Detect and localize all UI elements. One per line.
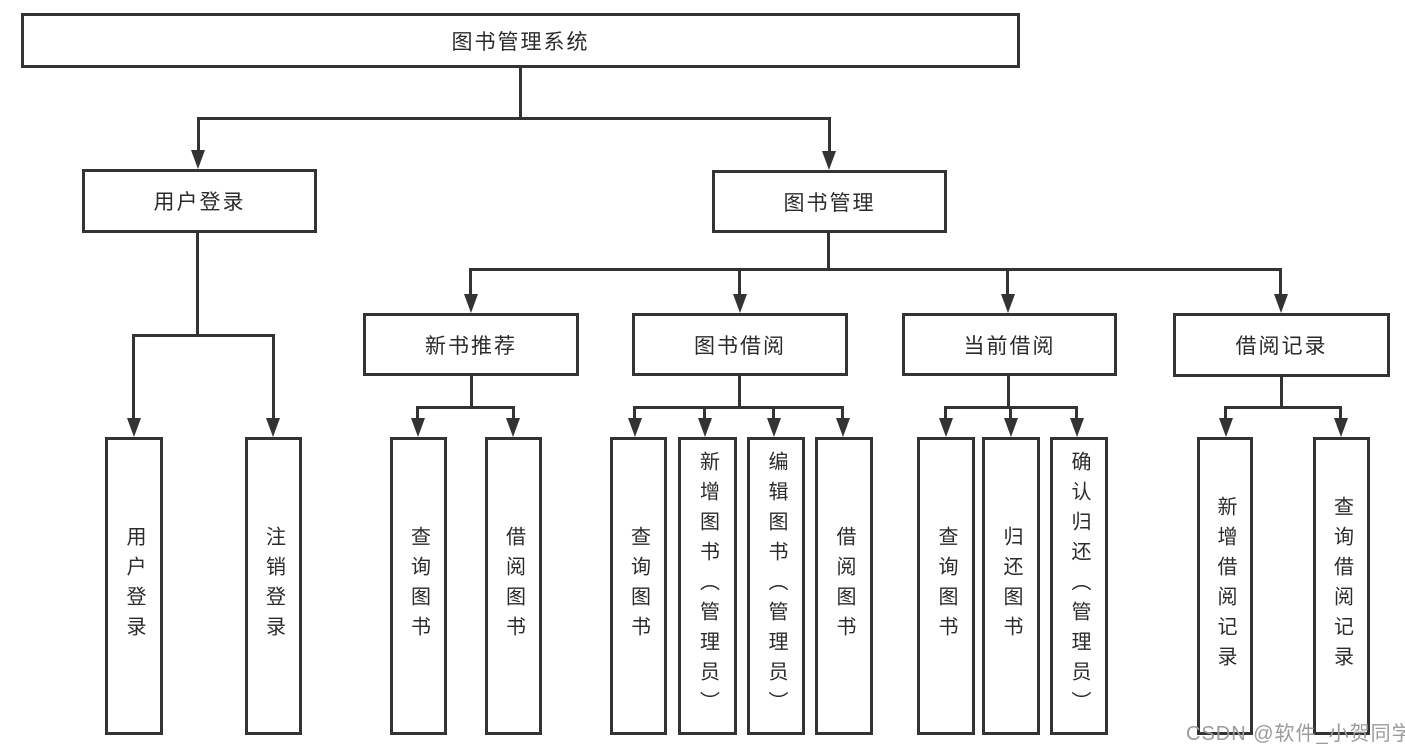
connector-line xyxy=(469,268,1282,271)
arrowhead-down-icon xyxy=(506,418,520,437)
arrowhead-down-icon xyxy=(698,418,712,437)
connector-line xyxy=(416,406,515,409)
connector-line xyxy=(1006,268,1009,296)
connector-line xyxy=(416,406,419,420)
leaf-confirm-return-admin: 确认归还（管理员） xyxy=(1050,437,1108,735)
leaf-label: 编辑图书（管理员） xyxy=(765,451,787,721)
arrowhead-down-icon xyxy=(464,294,478,313)
leaf-query-books-current: 查询图书 xyxy=(917,437,975,735)
connector-line xyxy=(197,117,200,153)
connector-line xyxy=(828,117,831,153)
node-library-management-system: 图书管理系统 xyxy=(21,13,1020,68)
connector-line xyxy=(1339,406,1342,420)
arrowhead-down-icon xyxy=(1001,294,1015,313)
leaf-label: 用户登录 xyxy=(123,526,145,646)
node-label: 借阅记录 xyxy=(1235,335,1328,358)
leaf-return-books: 归还图书 xyxy=(982,437,1040,735)
connector-line xyxy=(633,406,636,420)
connector-line xyxy=(772,406,775,420)
connector-line xyxy=(944,406,947,420)
leaf-label: 新增借阅记录 xyxy=(1214,496,1236,676)
connector-line xyxy=(1224,406,1227,420)
connector-line xyxy=(703,406,706,420)
leaf-label: 借阅图书 xyxy=(502,526,525,646)
connector-line xyxy=(1007,376,1010,408)
leaf-label: 查询图书 xyxy=(627,526,650,646)
arrowhead-down-icon xyxy=(266,418,280,437)
leaf-label: 借阅图书 xyxy=(833,526,855,646)
arrowhead-down-icon xyxy=(1334,418,1348,437)
node-user-login: 用户登录 xyxy=(82,169,317,233)
node-label: 当前借阅 xyxy=(963,334,1056,358)
leaf-logout: 注销登录 xyxy=(245,437,302,735)
node-new-book-recommend: 新书推荐 xyxy=(363,313,579,376)
connector-line xyxy=(827,233,830,271)
arrowhead-down-icon xyxy=(939,418,953,437)
connector-line xyxy=(1009,406,1012,420)
arrowhead-down-icon xyxy=(822,151,836,170)
node-book-borrow: 图书借阅 xyxy=(632,313,848,376)
csdn-watermark: CSDN @软件_小贺同学 xyxy=(1186,723,1405,745)
connector-line xyxy=(1280,376,1283,408)
connector-line xyxy=(470,376,473,408)
leaf-borrow-books: 借阅图书 xyxy=(815,437,873,735)
connector-line xyxy=(738,268,741,296)
connector-line xyxy=(512,406,515,420)
leaf-label: 新增图书（管理员） xyxy=(696,451,719,721)
connector-line xyxy=(633,406,844,409)
connector-line xyxy=(132,334,135,420)
arrowhead-down-icon xyxy=(733,294,747,313)
arrowhead-down-icon xyxy=(1070,418,1084,437)
leaf-label: 查询借阅记录 xyxy=(1330,496,1353,676)
connector-line xyxy=(841,406,844,420)
connector-line xyxy=(272,334,275,420)
leaf-label: 查询图书 xyxy=(935,526,957,646)
leaf-edit-books-admin: 编辑图书（管理员） xyxy=(747,437,805,735)
arrowhead-down-icon xyxy=(191,150,205,169)
arrowhead-down-icon xyxy=(127,418,141,437)
connector-line xyxy=(1279,268,1282,296)
node-book-management: 图书管理 xyxy=(712,170,947,233)
leaf-query-borrow-record: 查询借阅记录 xyxy=(1313,437,1370,735)
node-label: 用户登录 xyxy=(153,191,246,214)
node-label: 图书管理系统 xyxy=(451,30,590,54)
node-label: 图书借阅 xyxy=(694,334,786,358)
arrowhead-down-icon xyxy=(411,418,425,437)
leaf-borrow-books-recommend: 借阅图书 xyxy=(485,437,542,735)
leaf-label: 注销登录 xyxy=(262,526,285,646)
arrowhead-down-icon xyxy=(1274,294,1288,313)
arrowhead-down-icon xyxy=(1219,418,1233,437)
leaf-add-borrow-record: 新增借阅记录 xyxy=(1197,437,1253,735)
arrowhead-down-icon xyxy=(1004,418,1018,437)
node-current-borrow: 当前借阅 xyxy=(902,313,1117,376)
arrowhead-down-icon xyxy=(628,418,642,437)
leaf-label: 查询图书 xyxy=(407,526,430,646)
connector-line xyxy=(738,376,741,408)
leaf-query-books-borrow: 查询图书 xyxy=(610,437,667,735)
node-borrow-records: 借阅记录 xyxy=(1173,313,1390,377)
leaf-user-login: 用户登录 xyxy=(105,437,163,735)
leaf-label: 确认归还（管理员） xyxy=(1068,451,1090,721)
arrowhead-down-icon xyxy=(767,418,781,437)
leaf-label: 归还图书 xyxy=(1000,526,1022,646)
connector-line xyxy=(1075,406,1078,420)
node-label: 图书管理 xyxy=(783,191,876,215)
connector-line xyxy=(132,334,275,337)
connector-line xyxy=(1224,406,1342,409)
node-label: 新书推荐 xyxy=(425,334,517,358)
leaf-query-books-recommend: 查询图书 xyxy=(390,437,447,735)
leaf-add-books-admin: 新增图书（管理员） xyxy=(678,437,737,735)
connector-line xyxy=(469,268,472,296)
connector-line xyxy=(519,68,522,118)
connector-line xyxy=(196,233,199,336)
connector-line xyxy=(197,117,831,120)
arrowhead-down-icon xyxy=(836,418,850,437)
